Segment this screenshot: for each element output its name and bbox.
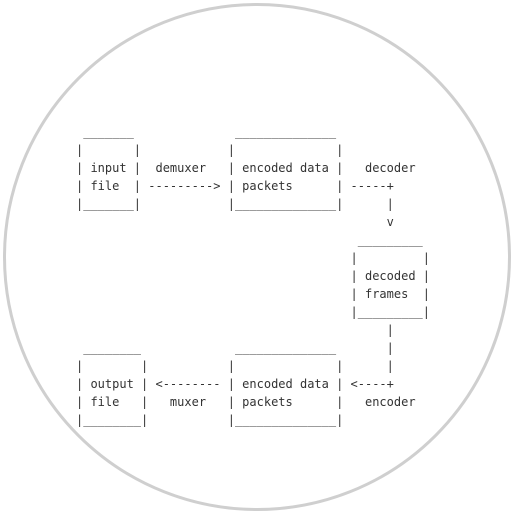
diagram-line: | file | ---------> | packets | -----+: [76, 179, 394, 193]
diagram-line: | frames |: [76, 287, 431, 301]
diagram-line: | input | demuxer | encoded data | decod…: [76, 161, 416, 175]
diagram-line: | | | | |: [76, 359, 394, 373]
diagram-line: _________: [76, 233, 423, 247]
diagram-line: | |: [76, 251, 431, 265]
diagram-line: | | | |: [76, 143, 344, 157]
circle-frame: [3, 3, 511, 511]
diagram-line: v: [76, 215, 394, 229]
diagram-line: |: [76, 323, 394, 337]
diagram-line: | decoded |: [76, 269, 431, 283]
ascii-pipeline-diagram: _______ ______________ | | | | | input |…: [76, 123, 430, 429]
diagram-line: _______ ______________: [76, 125, 337, 139]
diagram-line: |_______| |______________| |: [76, 197, 394, 211]
diagram-line: | output | <-------- | encoded data | <-…: [76, 377, 394, 391]
diagram-line: |________| |______________|: [76, 413, 344, 427]
diagram-line: | file | muxer | packets | encoder: [76, 395, 416, 409]
diagram-line: ________ ______________ |: [76, 341, 394, 355]
diagram-line: |_________|: [76, 305, 431, 319]
